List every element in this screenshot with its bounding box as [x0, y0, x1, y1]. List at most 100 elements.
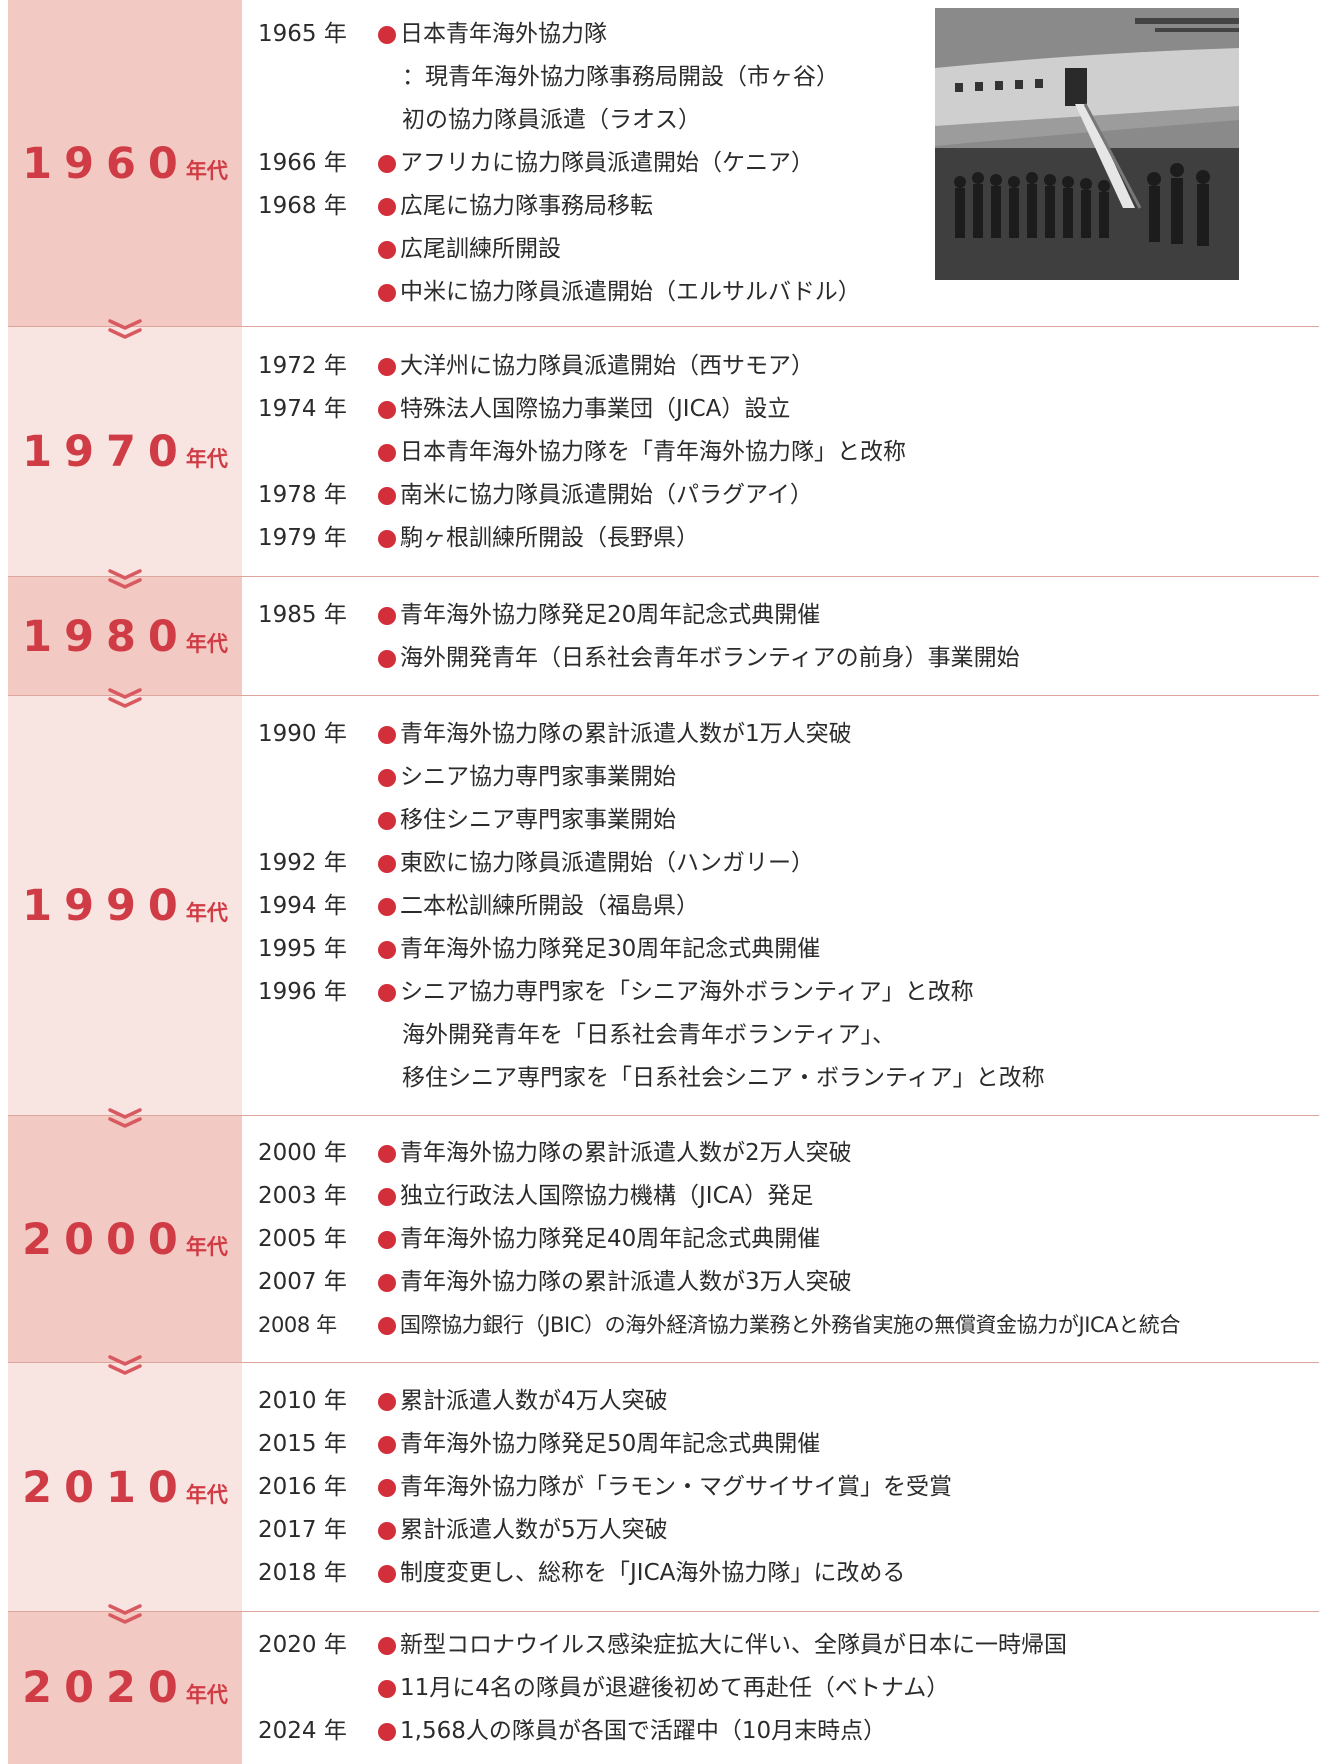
event-text: 広尾に協力隊事務局移転 [400, 193, 653, 219]
event-row: 1990 年 青年海外協力隊の累計派遣人数が1万人突破 [258, 713, 1318, 756]
event-row: 1968 年広尾に協力隊事務局移転 [258, 185, 1318, 228]
event-row: 2010 年累計派遣人数が4万人突破 [258, 1380, 1318, 1423]
event-list: 2000 年青年海外協力隊の累計派遣人数が2万人突破 2003 年 独立行政法人国際… [258, 1132, 1318, 1347]
event-text: 累計派遣人数が5万人突破 [400, 1517, 668, 1543]
event-text: 制度変更し、総称を「JICA海外協力隊」に改める [400, 1560, 906, 1586]
event-year: 1978 年 [258, 482, 347, 508]
event-text: 青年海外協力隊発足40周年記念式典開催 [400, 1226, 821, 1252]
decade-suffix: 年代 [185, 1234, 228, 1259]
decade-label: 2020年代 [8, 1663, 242, 1713]
event-text: 青年海外協力隊の累計派遣人数が2万人突破 [400, 1140, 852, 1166]
event-row: 1965 年日本青年海外協力隊 [258, 13, 1318, 56]
event-year: 1985 年 [258, 602, 347, 628]
decade-suffix: 年代 [185, 447, 228, 471]
event-row: 2016 年 青年海外協力隊が「ラモン・マグサイサイ賞」を受賞 [258, 1466, 1318, 1509]
chevron-down-icon [108, 569, 142, 589]
bullet-dot-icon [378, 1723, 396, 1741]
bullet-dot-icon [378, 1317, 396, 1335]
event-year: 1994 年 [258, 893, 347, 919]
bullet-dot-icon [378, 855, 396, 873]
decade-band [8, 1612, 242, 1764]
event-text: 東欧に協力隊員派遣開始（ハンガリー） [400, 850, 814, 876]
decade-year: 1970 [22, 427, 190, 477]
event-text: 国際協力銀行（JBIC）の海外経済協力業務と外務省実施の無償資金協力がJICAと… [400, 1313, 1181, 1337]
bullet-dot-icon [378, 26, 396, 44]
event-year: 1979 年 [258, 525, 347, 551]
chevron-down-icon [108, 1355, 142, 1375]
event-text: 青年海外協力隊発足50周年記念式典開催 [400, 1431, 821, 1457]
chevron-down-icon [108, 688, 142, 708]
airplane-departure-photo [935, 8, 1239, 280]
decade-band [8, 1363, 242, 1612]
event-text: 1,568人の隊員が各国で活躍中（10月末時点） [400, 1718, 887, 1744]
decade-separator [8, 1115, 1319, 1116]
decade-1980: 1980年代 1985 年 青年海外協力隊発足20周年記念式典開催海外開発青年（日系… [0, 577, 1319, 708]
bullet-dot-icon [378, 1231, 396, 1249]
event-text: アフリカに協力隊員派遣開始（ケニア） [400, 150, 814, 176]
event-row: 1979 年 駒ヶ根訓練所開設（長野県） [258, 517, 1318, 560]
event-year: 1966 年 [258, 150, 347, 176]
decade-label: 1980年代 [8, 612, 242, 662]
event-text: 独立行政法人国際協力機構（JICA）発足 [400, 1183, 814, 1209]
event-row: 1992 年東欧に協力隊員派遣開始（ハンガリー） [258, 842, 1318, 885]
decade-band [8, 327, 242, 577]
event-text: 中米に協力隊員派遣開始（エルサルバドル） [400, 279, 861, 305]
decade-year: 2000 [22, 1214, 190, 1265]
event-text: 青年海外協力隊発足30周年記念式典開催 [400, 936, 821, 962]
event-row: 移住シニア専門家を「日系社会シニア・ボランティア」と改称 [258, 1057, 1318, 1100]
event-year: 1974 年 [258, 396, 347, 422]
event-text: 二本松訓練所開設（福島県） [400, 893, 699, 919]
event-year: 2008 年 [258, 1313, 337, 1337]
decade-band [8, 696, 242, 1116]
event-year: 1996 年 [258, 979, 347, 1005]
event-list: 1985 年 青年海外協力隊発足20周年記念式典開催海外開発青年（日系社会青年ボラ… [258, 594, 1318, 680]
bullet-dot-icon [378, 155, 396, 173]
event-year: 2003 年 [258, 1183, 347, 1209]
decade-label: 1990年代 [8, 881, 242, 931]
event-row: 2018 年制度変更し、総称を「JICA海外協力隊」に改める [258, 1552, 1318, 1595]
event-year: 2024 年 [258, 1718, 347, 1744]
decade-1990: 1990年代 1990 年 青年海外協力隊の累計派遣人数が1万人突破シニア協力専門家… [0, 696, 1319, 1128]
decade-2000: 2000年代 2000 年青年海外協力隊の累計派遣人数が2万人突破 2003 年 独立… [0, 1116, 1319, 1375]
bullet-dot-icon [378, 1145, 396, 1163]
event-text: 駒ヶ根訓練所開設（長野県） [400, 525, 699, 551]
event-text: 青年海外協力隊の累計派遣人数が1万人突破 [400, 721, 852, 747]
bullet-dot-icon [378, 898, 396, 916]
event-row: 日本青年海外協力隊を「青年海外協力隊」と改称 [258, 431, 1318, 474]
event-text: 青年海外協力隊が「ラモン・マグサイサイ賞」を受賞 [400, 1474, 952, 1500]
decade-separator [8, 326, 1319, 327]
event-text: 海外開発青年を「日系社会青年ボランティア」、 [402, 1022, 896, 1048]
event-row: 2003 年 独立行政法人国際協力機構（JICA）発足 [258, 1175, 1318, 1218]
decade-label: 1960年代 [8, 139, 242, 189]
decade-separator [8, 1611, 1319, 1612]
event-text: 移住シニア専門家を「日系社会シニア・ボランティア」と改称 [402, 1065, 1045, 1091]
decade-suffix: 年代 [185, 1683, 228, 1707]
bullet-dot-icon [378, 1680, 396, 1698]
event-row: 2005 年青年海外協力隊発足40周年記念式典開催 [258, 1218, 1318, 1261]
bullet-dot-icon [378, 726, 396, 744]
event-year: 2020 年 [258, 1632, 347, 1658]
event-row: 2000 年青年海外協力隊の累計派遣人数が2万人突破 [258, 1132, 1318, 1175]
event-row: 1995 年青年海外協力隊発足30周年記念式典開催 [258, 928, 1318, 971]
decade-separator [8, 695, 1319, 696]
event-year: 2016 年 [258, 1474, 347, 1500]
event-text: 広尾訓練所開設 [400, 236, 561, 262]
event-text: シニア協力専門家事業開始 [400, 764, 676, 790]
event-row: 2007 年青年海外協力隊の累計派遣人数が3万人突破 [258, 1261, 1318, 1304]
event-year: 1990 年 [258, 721, 347, 747]
event-row: 2024 年 1,568人の隊員が各国で活躍中（10月末時点） [258, 1710, 1318, 1753]
event-text: ：現青年海外協力隊事務局開設（市ヶ谷） [402, 64, 839, 90]
chevron-down-icon [108, 319, 142, 339]
event-text: 青年海外協力隊発足20周年記念式典開催 [400, 602, 821, 628]
event-row: 海外開発青年を「日系社会青年ボランティア」、 [258, 1014, 1318, 1057]
decade-year: 1990 [22, 881, 190, 931]
decade-band [8, 577, 242, 696]
bullet-dot-icon [378, 530, 396, 548]
bullet-dot-icon [378, 1436, 396, 1454]
event-row: 海外開発青年（日系社会青年ボランティアの前身）事業開始 [258, 637, 1318, 680]
decade-year: 2010 [22, 1462, 190, 1513]
